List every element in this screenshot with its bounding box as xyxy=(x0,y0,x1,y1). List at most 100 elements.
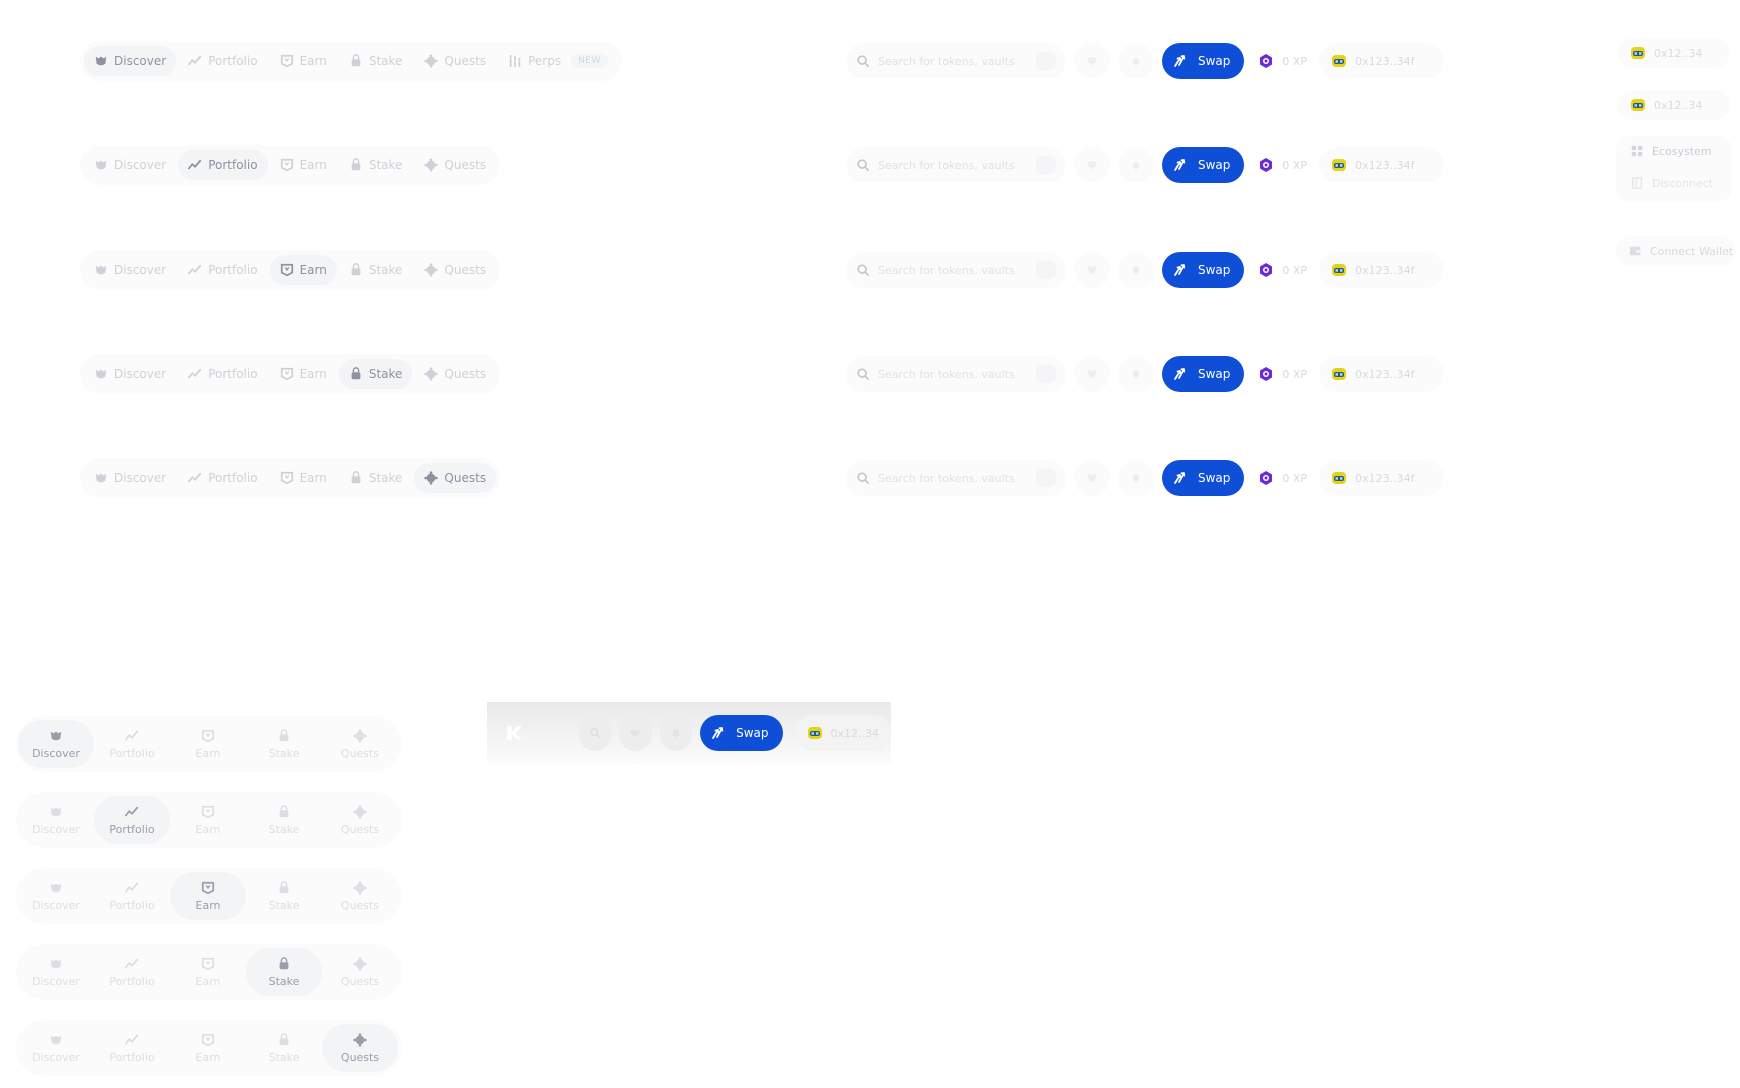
swap-button[interactable]: Swap xyxy=(1162,43,1245,79)
tab-portfolio[interactable]: Portfolio xyxy=(178,150,268,180)
xp-counter[interactable]: 0 XP xyxy=(1258,157,1307,173)
mobile-tab-quests[interactable]: Quests xyxy=(322,948,398,996)
xp-counter[interactable]: 0 XP xyxy=(1258,470,1307,486)
tab-quests[interactable]: Quests xyxy=(414,150,496,180)
tab-quests[interactable]: Quests xyxy=(414,359,496,389)
swap-button[interactable]: Swap xyxy=(1162,460,1245,496)
tab-portfolio[interactable]: Portfolio xyxy=(178,359,267,389)
tab-stake[interactable]: Stake xyxy=(339,255,413,285)
favorites-button[interactable] xyxy=(1074,252,1110,288)
mobile-tab-quests[interactable]: Quests xyxy=(322,796,398,844)
tab-earn[interactable]: Earn xyxy=(270,359,337,389)
mobile-favorites-button[interactable] xyxy=(619,715,652,751)
wallet-button[interactable]: 0x123..34f xyxy=(1319,460,1445,496)
mobile-tab-portfolio[interactable]: Portfolio xyxy=(94,948,170,996)
tab-quests[interactable]: Quests xyxy=(414,46,496,76)
tab-discover[interactable]: Discover xyxy=(84,46,177,76)
tab-earn[interactable]: Earn xyxy=(270,46,337,76)
disconnect-menu-item[interactable]: Disconnect xyxy=(1630,176,1713,190)
mobile-tab-discover[interactable]: Discover xyxy=(18,872,94,920)
perps-icon xyxy=(508,54,522,68)
mobile-search-button[interactable] xyxy=(578,715,612,751)
tab-discover[interactable]: Discover xyxy=(84,255,176,285)
tab-portfolio[interactable]: Portfolio xyxy=(178,255,267,285)
search-input[interactable]: Search for tokens, vaults xyxy=(846,252,1066,288)
favorites-button[interactable] xyxy=(1074,460,1110,496)
mobile-tab-quests[interactable]: Quests xyxy=(322,1024,398,1072)
notifications-button[interactable] xyxy=(1118,356,1154,392)
bell-icon xyxy=(1130,159,1142,171)
mobile-tab-discover[interactable]: Discover xyxy=(18,720,94,768)
favorites-button[interactable] xyxy=(1074,356,1110,392)
tab-quests[interactable]: Quests xyxy=(414,463,497,493)
discover-icon xyxy=(49,957,63,971)
xp-counter[interactable]: 0 XP xyxy=(1258,53,1307,69)
tab-discover[interactable]: Discover xyxy=(84,463,176,493)
mobile-tab-portfolio[interactable]: Portfolio xyxy=(94,872,170,920)
tab-portfolio[interactable]: Portfolio xyxy=(178,46,267,76)
tab-quests[interactable]: Quests xyxy=(414,255,496,285)
notifications-button[interactable] xyxy=(1118,460,1154,496)
earn-icon xyxy=(280,263,294,277)
mobile-tab-portfolio[interactable]: Portfolio xyxy=(94,796,170,844)
notifications-button[interactable] xyxy=(1118,43,1154,79)
mobile-tab-stake[interactable]: Stake xyxy=(246,720,322,768)
shortcut-key xyxy=(1036,261,1056,279)
mobile-wallet-button[interactable]: 0x12..34 xyxy=(794,715,892,751)
tab-stake[interactable]: Stake xyxy=(339,150,413,180)
connect-wallet-button[interactable]: Connect Wallet xyxy=(1616,236,1736,266)
mobile-tab-stake[interactable]: Stake xyxy=(246,872,322,920)
mobile-tab-discover[interactable]: Discover xyxy=(18,948,94,996)
mobile-tab-quests[interactable]: Quests xyxy=(322,720,398,768)
tab-earn[interactable]: Earn xyxy=(270,463,337,493)
tab-discover[interactable]: Discover xyxy=(84,359,176,389)
tab-earn[interactable]: Earn xyxy=(269,255,337,285)
tab-portfolio[interactable]: Portfolio xyxy=(178,463,267,493)
tab-stake[interactable]: Stake xyxy=(338,359,413,389)
mobile-tab-stake[interactable]: Stake xyxy=(246,1024,322,1072)
search-input[interactable]: Search for tokens, vaults xyxy=(846,43,1066,79)
mobile-tab-stake[interactable]: Stake xyxy=(246,796,322,844)
notifications-button[interactable] xyxy=(1118,147,1154,183)
wallet-chip[interactable]: 0x12..34 xyxy=(1618,38,1730,68)
search-input[interactable]: Search for tokens, vaults xyxy=(846,147,1066,183)
search-icon xyxy=(856,158,870,172)
wallet-button[interactable]: 0x123..34f xyxy=(1319,252,1445,288)
ecosystem-menu-item[interactable]: Ecosystem xyxy=(1630,144,1712,158)
notifications-button[interactable] xyxy=(1118,252,1154,288)
mobile-tab-quests[interactable]: Quests xyxy=(322,872,398,920)
tab-discover[interactable]: Discover xyxy=(84,150,176,180)
search-input[interactable]: Search for tokens, vaults xyxy=(846,356,1066,392)
tab-stake[interactable]: Stake xyxy=(339,463,413,493)
swap-button[interactable]: Swap xyxy=(1162,252,1245,288)
mobile-tab-discover[interactable]: Discover xyxy=(18,1024,94,1072)
mobile-tab-earn[interactable]: Earn xyxy=(170,1024,246,1072)
tab-earn[interactable]: Earn xyxy=(270,150,337,180)
wallet-button[interactable]: 0x123..34f xyxy=(1319,43,1445,79)
earn-icon xyxy=(201,729,215,743)
mobile-tab-portfolio[interactable]: Portfolio xyxy=(94,1024,170,1072)
tab-stake[interactable]: Stake xyxy=(339,46,413,76)
mobile-notifications-button[interactable] xyxy=(659,715,693,751)
favorites-button[interactable] xyxy=(1074,147,1110,183)
mobile-tab-stake[interactable]: Stake xyxy=(246,948,322,996)
mobile-tab-earn[interactable]: Earn xyxy=(170,872,246,920)
xp-counter[interactable]: 0 XP xyxy=(1258,366,1307,382)
wallet-button[interactable]: 0x123..34f xyxy=(1319,356,1445,392)
search-input[interactable]: Search for tokens, vaults xyxy=(846,460,1066,496)
mobile-tab-earn[interactable]: Earn xyxy=(170,720,246,768)
wallet-button[interactable]: 0x123..34f xyxy=(1319,147,1445,183)
mobile-tab-earn[interactable]: Earn xyxy=(170,948,246,996)
mobile-swap-button[interactable]: Swap xyxy=(700,715,783,751)
portfolio-icon xyxy=(125,729,139,743)
swap-button[interactable]: Swap xyxy=(1162,147,1245,183)
xp-counter[interactable]: 0 XP xyxy=(1258,262,1307,278)
mobile-tab-portfolio[interactable]: Portfolio xyxy=(94,720,170,768)
mobile-tab-discover[interactable]: Discover xyxy=(18,796,94,844)
heart-icon xyxy=(629,727,641,739)
swap-button[interactable]: Swap xyxy=(1162,356,1245,392)
favorites-button[interactable] xyxy=(1074,43,1110,79)
wallet-chip[interactable]: 0x12..34 xyxy=(1618,90,1730,120)
mobile-tab-earn[interactable]: Earn xyxy=(170,796,246,844)
